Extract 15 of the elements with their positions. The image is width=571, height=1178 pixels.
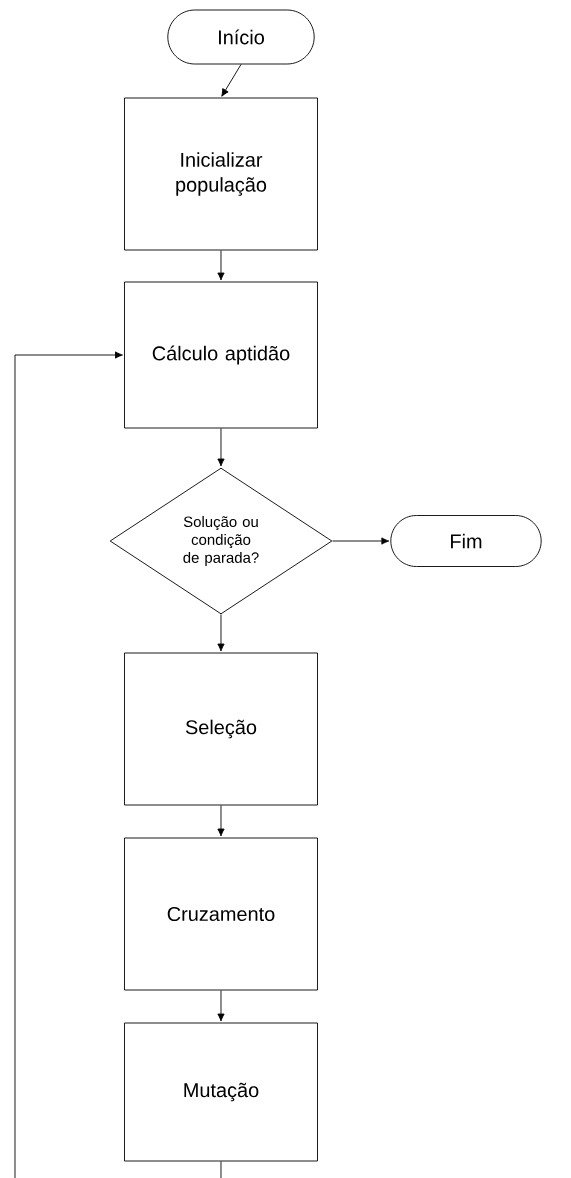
arrow [221, 64, 242, 97]
arrow [217, 614, 225, 652]
arrow [332, 537, 390, 545]
end-terminal: Fim [390, 515, 542, 567]
process-box: Cálculo aptidão [124, 281, 318, 429]
start-terminal: Início [167, 9, 315, 65]
process-box: Seleção [124, 652, 318, 806]
arrow [217, 428, 225, 467]
arrow [14, 351, 222, 1178]
process-box: Cruzamento [124, 837, 318, 991]
process-box: Inicializar população [124, 97, 318, 251]
process-box: Mutação [124, 1022, 318, 1162]
arrow [217, 990, 225, 1022]
arrow [217, 805, 225, 837]
arrow [217, 250, 225, 281]
